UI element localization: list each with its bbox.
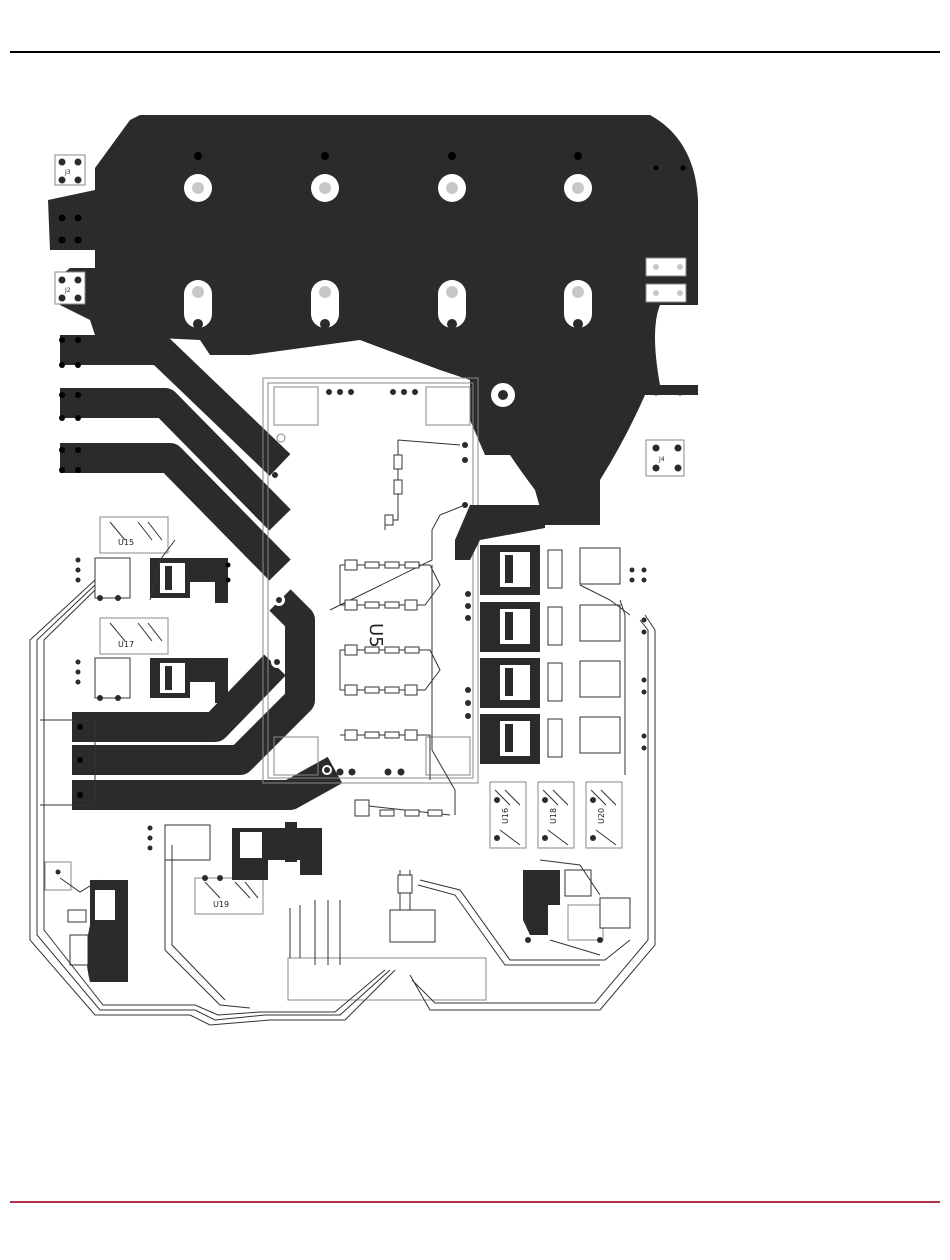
driver-stage-2 bbox=[480, 602, 647, 652]
ic-u19-block: U19 bbox=[148, 822, 323, 914]
ic-u18: U18 bbox=[538, 782, 574, 848]
module-components bbox=[345, 455, 442, 816]
connector-j3: J3 bbox=[55, 155, 85, 185]
connector-j4: J4 bbox=[646, 440, 684, 476]
u17-label: U17 bbox=[118, 640, 134, 649]
u16-label: U16 bbox=[501, 808, 510, 824]
driver-stage-1 bbox=[480, 545, 647, 595]
power-traces-upper bbox=[60, 350, 280, 570]
power-supply-right bbox=[523, 860, 630, 955]
u20-label: U20 bbox=[597, 808, 606, 824]
u19-label: U19 bbox=[213, 900, 229, 909]
header-connector bbox=[288, 900, 486, 1000]
u15-label: U15 bbox=[118, 538, 134, 547]
driver-stage-4 bbox=[480, 714, 647, 764]
power-supply-left bbox=[45, 862, 128, 982]
ic-u16: U16 bbox=[490, 782, 526, 848]
module-label: U5 bbox=[365, 623, 386, 648]
u18-label: U18 bbox=[549, 808, 558, 824]
j2-label: J2 bbox=[64, 287, 71, 294]
footer-rule bbox=[10, 1201, 940, 1203]
ic-small-center bbox=[390, 870, 435, 942]
driver-stage-3 bbox=[480, 658, 647, 708]
module-internal-traces bbox=[330, 440, 465, 815]
j4-label: J4 bbox=[658, 456, 665, 463]
ic-u15-block: U15 bbox=[76, 517, 231, 603]
ic-u17-block: U17 bbox=[76, 618, 229, 703]
ic-u20: U20 bbox=[586, 782, 622, 848]
j3-label: J3 bbox=[64, 169, 71, 176]
connector-j2: J2 bbox=[55, 272, 85, 304]
